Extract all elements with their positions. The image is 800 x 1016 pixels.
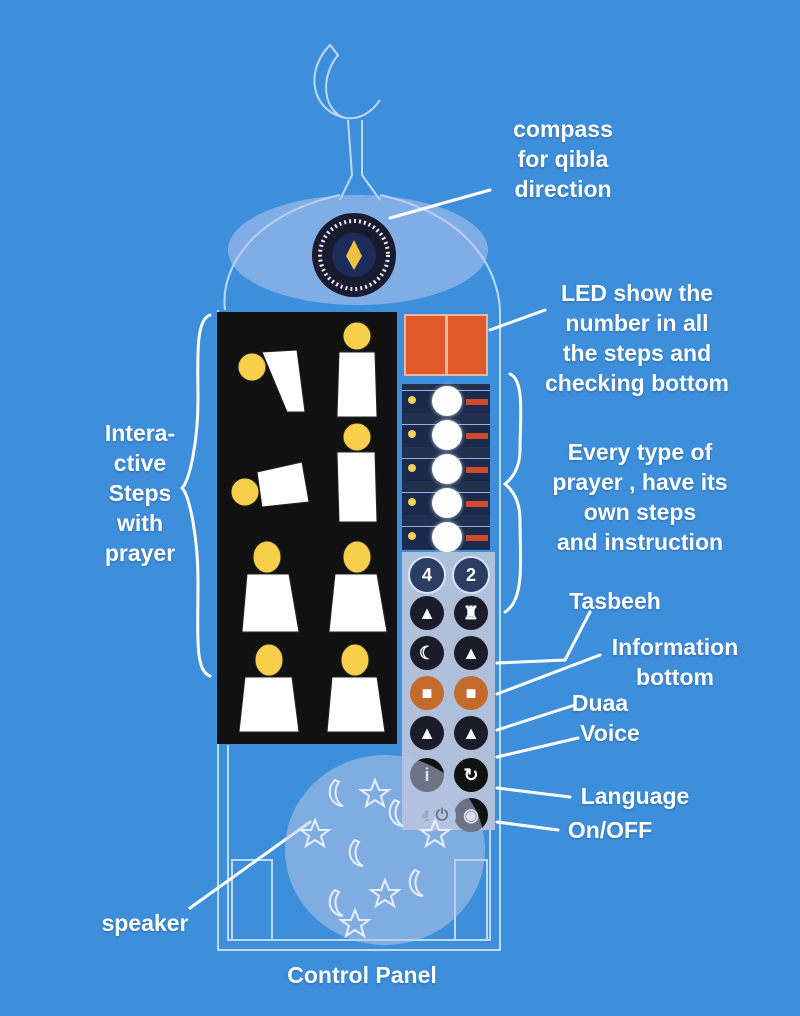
led-display (404, 314, 488, 376)
kaaba-button[interactable]: ■ (454, 676, 488, 710)
step-indicator (402, 522, 490, 552)
label-control-panel: Control Panel (287, 962, 437, 988)
duaa-button[interactable]: ▲ (410, 716, 444, 750)
compass-icon (312, 213, 396, 297)
prayer-step-indicators (402, 384, 490, 552)
label-language: Language (580, 783, 690, 809)
led-digit-left (406, 316, 445, 374)
step-indicator (402, 454, 490, 484)
label-tasbeeh: Tasbeeh (569, 588, 661, 614)
counter-value: 4 (421, 564, 432, 585)
mosque-icon[interactable]: ♜ (454, 596, 488, 630)
counter-value: 2 (465, 564, 476, 585)
prayer-figure-icon[interactable]: ▲ (410, 596, 444, 630)
label-voice: Voice (580, 720, 640, 746)
step-indicator (402, 386, 490, 416)
label-duaa: Duaa (571, 690, 629, 716)
prayer-figures-illustration (230, 321, 388, 733)
label-onoff: On/OFF (567, 817, 653, 843)
tasbeeh-button[interactable]: ☾ (410, 636, 444, 670)
duaa-button[interactable]: ▲ (454, 716, 488, 750)
crescent-icon (313, 43, 346, 119)
speaker-grille (285, 755, 485, 945)
step-indicator (402, 488, 490, 518)
information-button[interactable]: ▲ (454, 636, 488, 670)
label-speaker: speaker (101, 910, 189, 936)
led-digit-right (447, 316, 486, 374)
speaker-icon (298, 777, 452, 939)
step-indicator (402, 420, 490, 450)
kaaba-button[interactable]: ■ (410, 676, 444, 710)
counter-button-left[interactable]: 4 (408, 556, 446, 594)
prayer-steps-panel (217, 312, 397, 744)
counter-button-right[interactable]: 2 (452, 556, 490, 594)
